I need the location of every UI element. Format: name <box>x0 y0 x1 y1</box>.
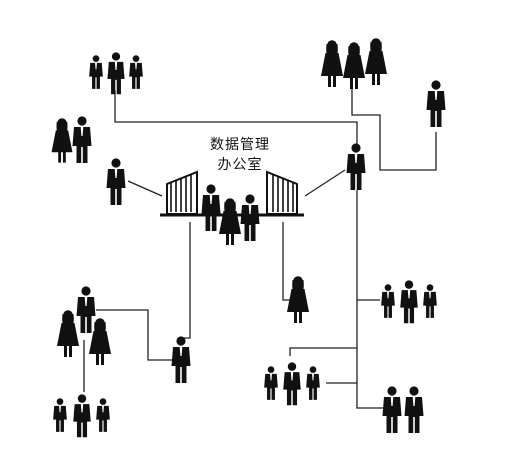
person-female-icon <box>89 318 111 365</box>
group-icon <box>89 52 143 95</box>
group-icon <box>53 394 110 438</box>
central-office <box>160 171 304 245</box>
person-male-icon <box>404 386 424 433</box>
office-title: 数据管理 <box>210 137 270 153</box>
person-male-icon <box>72 116 92 163</box>
person-male-icon <box>201 184 221 231</box>
couple-bottom-right <box>382 386 424 433</box>
person-male-icon <box>171 336 191 383</box>
link-small-group <box>289 347 357 356</box>
group-icon <box>381 280 437 324</box>
couple-left <box>51 116 92 163</box>
office-subtitle: 办公室 <box>217 157 263 173</box>
person-male-icon <box>346 143 366 190</box>
office-building-icon <box>266 171 298 215</box>
link-building-lower <box>182 222 191 339</box>
group-icon <box>264 362 320 406</box>
person-male-icon <box>240 194 260 241</box>
group-icon <box>321 38 387 89</box>
link-left-building <box>127 180 163 197</box>
person-female-icon <box>51 118 73 163</box>
person-female-icon <box>287 276 309 323</box>
person-male-icon <box>382 386 402 433</box>
link-right-spine <box>356 190 386 409</box>
link-women-group <box>351 86 437 171</box>
person-male-icon <box>426 80 446 127</box>
link-right-building <box>304 169 346 197</box>
person-female-icon <box>219 198 241 245</box>
person-male-icon <box>106 158 126 205</box>
person-female-icon <box>57 310 79 357</box>
link-left-cluster <box>96 309 172 361</box>
connection-lines <box>83 86 437 409</box>
person-male-icon <box>76 286 96 333</box>
office-building-icon <box>166 171 198 215</box>
link-top <box>114 90 358 148</box>
